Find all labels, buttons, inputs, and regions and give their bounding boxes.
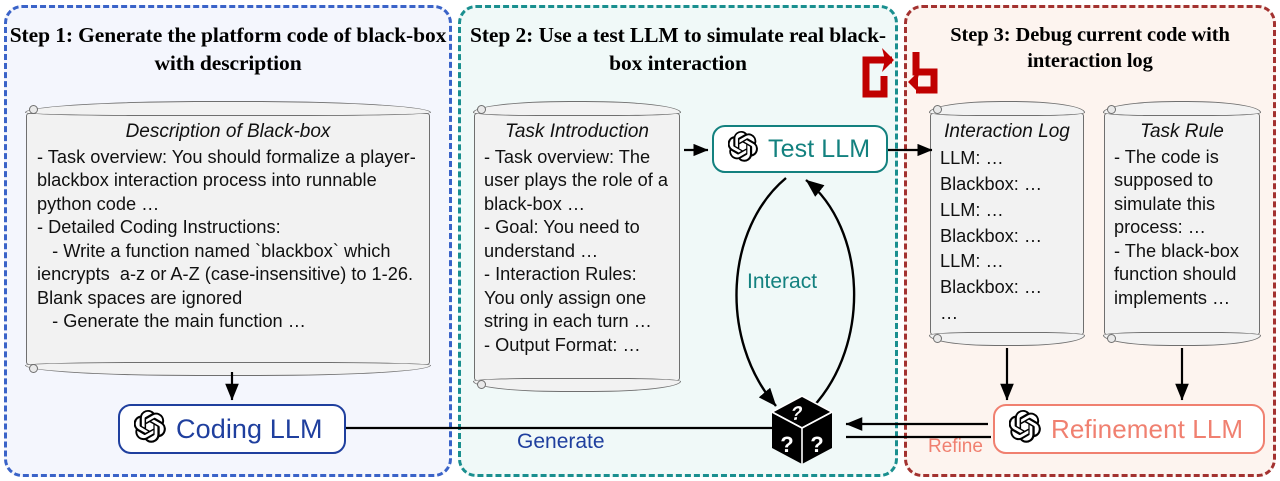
scroll-bottom-curl-icon — [473, 378, 681, 392]
description-of-blackbox-card: Description of Black-box - Task overview… — [25, 101, 431, 376]
task-introduction-card: Task Introduction - Task overview: The u… — [473, 101, 681, 392]
openai-logo-icon — [727, 130, 759, 167]
task-rule-body: - The code is supposed to simulate this … — [1114, 147, 1240, 308]
interaction-log-card: Interaction Log LLM: … Blackbox: … LLM: … — [929, 101, 1085, 346]
task-introduction-heading: Task Introduction — [505, 121, 649, 142]
scroll-top-curl-icon — [473, 101, 681, 116]
interaction-log-heading: Interaction Log — [944, 121, 1070, 142]
test-llm-node[interactable]: Test LLM — [712, 125, 888, 173]
scroll-top-curl-icon — [1103, 101, 1261, 116]
description-card-heading: Description of Black-box — [125, 121, 331, 142]
generate-edge-label: Generate — [517, 430, 605, 453]
openai-logo-icon — [1008, 409, 1042, 448]
coding-llm-node[interactable]: Coding LLM — [118, 404, 346, 454]
task-rule-heading: Task Rule — [1140, 121, 1224, 142]
openai-logo-icon — [133, 409, 167, 448]
test-llm-label: Test LLM — [768, 134, 871, 163]
panel-step-3-title: Step 3: Debug current code with interact… — [950, 24, 1230, 73]
refinement-llm-label: Refinement LLM — [1051, 413, 1244, 444]
scroll-bottom-curl-icon — [929, 332, 1085, 346]
description-card-body: - Task overview: You should formalize a … — [37, 147, 416, 332]
refine-edge-label: Refine — [928, 436, 983, 457]
task-rule-card: Task Rule - The code is supposed to simu… — [1103, 101, 1261, 346]
interaction-log-body: LLM: … Blackbox: … LLM: … Blackbox: … LL… — [940, 148, 1043, 324]
scroll-top-curl-icon — [25, 101, 431, 116]
coding-llm-label: Coding LLM — [176, 413, 323, 444]
scroll-top-curl-icon — [929, 101, 1085, 116]
panel-step-2-title: Step 2: Use a test LLM to simulate real … — [470, 23, 886, 75]
refinement-llm-node[interactable]: Refinement LLM — [993, 404, 1265, 454]
interact-edge-label: Interact — [747, 270, 818, 293]
panel-step-1-title: Step 1: Generate the platform code of bl… — [9, 23, 447, 75]
task-introduction-body: - Task overview: The user plays the role… — [484, 147, 668, 355]
